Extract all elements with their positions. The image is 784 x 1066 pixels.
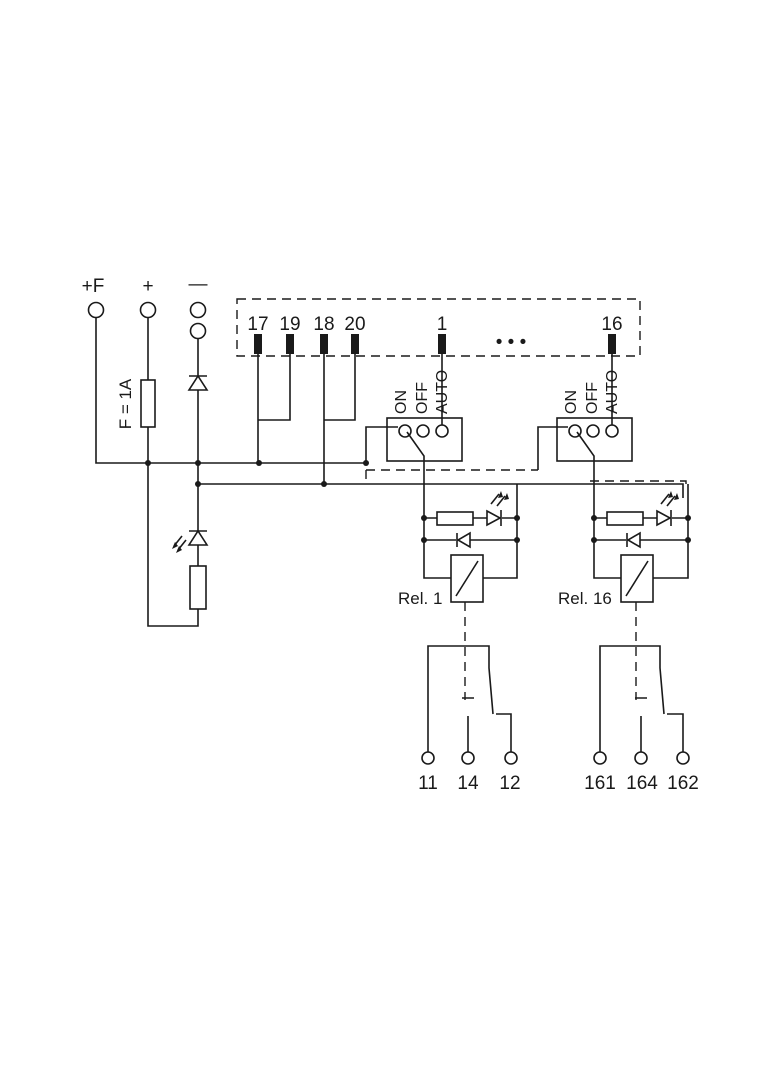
contact-terminal-161 (593, 751, 607, 765)
contact-label-164: 164 (626, 773, 658, 794)
relay16-led-icon (656, 491, 679, 527)
contact-label-12: 12 (499, 773, 520, 794)
input-block-18 (320, 334, 328, 354)
ellipsis: • • • (496, 332, 527, 353)
wire-inputs-18-20 (323, 354, 356, 484)
input-label-19: 19 (279, 314, 300, 335)
contact-terminal-162 (676, 751, 690, 765)
fuse-label: F = 1A (116, 378, 135, 429)
changeover-contact-icon (427, 645, 512, 752)
input-block-1 (438, 334, 446, 354)
module-boundary-lower (365, 469, 687, 488)
terminal-minus-2 (189, 322, 207, 340)
junction-dot (591, 537, 597, 543)
label-plus: + (142, 276, 153, 297)
diode-icon (187, 374, 209, 391)
contact-label-14: 14 (457, 773, 479, 794)
label-plus-f: +F (82, 276, 105, 297)
input-block-19 (286, 334, 294, 354)
junction-dot (256, 460, 262, 466)
input-label-18: 18 (313, 314, 334, 335)
input-block-16 (608, 334, 616, 354)
switch1-lever (406, 431, 425, 518)
input-label-17: 17 (247, 314, 268, 335)
relay1-diode-icon (456, 531, 471, 549)
junction-dot (195, 460, 201, 466)
switch16-contact-off (586, 424, 600, 438)
resistor-icon (189, 565, 207, 610)
input-block-17 (254, 334, 262, 354)
wire-minus (197, 339, 684, 498)
wire-switch16-common (537, 426, 568, 470)
switch16-on: ON (563, 390, 580, 414)
label-minus: — (189, 274, 208, 295)
contact-terminal-164 (634, 751, 648, 765)
junction-dot (591, 515, 597, 521)
wire-inputs-17-19 (257, 354, 291, 463)
relay16-label: Rel. 16 (558, 589, 612, 608)
switch16-off: OFF (584, 382, 601, 414)
switch1-on: ON (393, 390, 410, 414)
junction-dot (685, 537, 691, 543)
input-label-20: 20 (344, 314, 365, 335)
wire-plus (147, 318, 199, 627)
input-label-16: 16 (601, 314, 622, 335)
contact-terminal-11 (421, 751, 435, 765)
switch16-lever (576, 431, 595, 518)
relay1-label: Rel. 1 (398, 589, 442, 608)
relay1-led-icon (486, 491, 509, 527)
junction-dot (145, 460, 151, 466)
relay1-coil-diagonal (455, 560, 479, 597)
contact-label-11: 11 (418, 773, 438, 794)
switch1-off: OFF (414, 382, 431, 414)
input-block-20 (351, 334, 359, 354)
junction-dot (514, 537, 520, 543)
input-label-1: 1 (437, 314, 448, 335)
fuse-icon (140, 379, 156, 428)
relay16-diode-icon (626, 531, 641, 549)
wire-switch1-common (365, 426, 398, 463)
junction-dot (685, 515, 691, 521)
terminal-plus (139, 301, 157, 319)
contact-terminal-12 (504, 751, 518, 765)
wire-plus-f (95, 318, 368, 464)
contact-terminal-14 (461, 751, 475, 765)
terminal-plus-f (87, 301, 105, 319)
switch1-contact-auto (435, 424, 449, 438)
switch1-contact-off (416, 424, 430, 438)
relay16-coil-diagonal (625, 560, 649, 597)
switch16-contact-auto (605, 424, 619, 438)
junction-dot (195, 481, 201, 487)
junction-dot (514, 515, 520, 521)
led-indicator-icon (172, 529, 209, 553)
relay1-led-resistor-icon (436, 511, 474, 526)
relay16-led-resistor-icon (606, 511, 644, 526)
contact-label-161: 161 (584, 773, 616, 794)
junction-dot (421, 515, 427, 521)
junction-dot (421, 537, 427, 543)
contact-label-162: 162 (667, 773, 699, 794)
terminal-minus (189, 301, 207, 319)
changeover-contact-icon (599, 645, 684, 752)
